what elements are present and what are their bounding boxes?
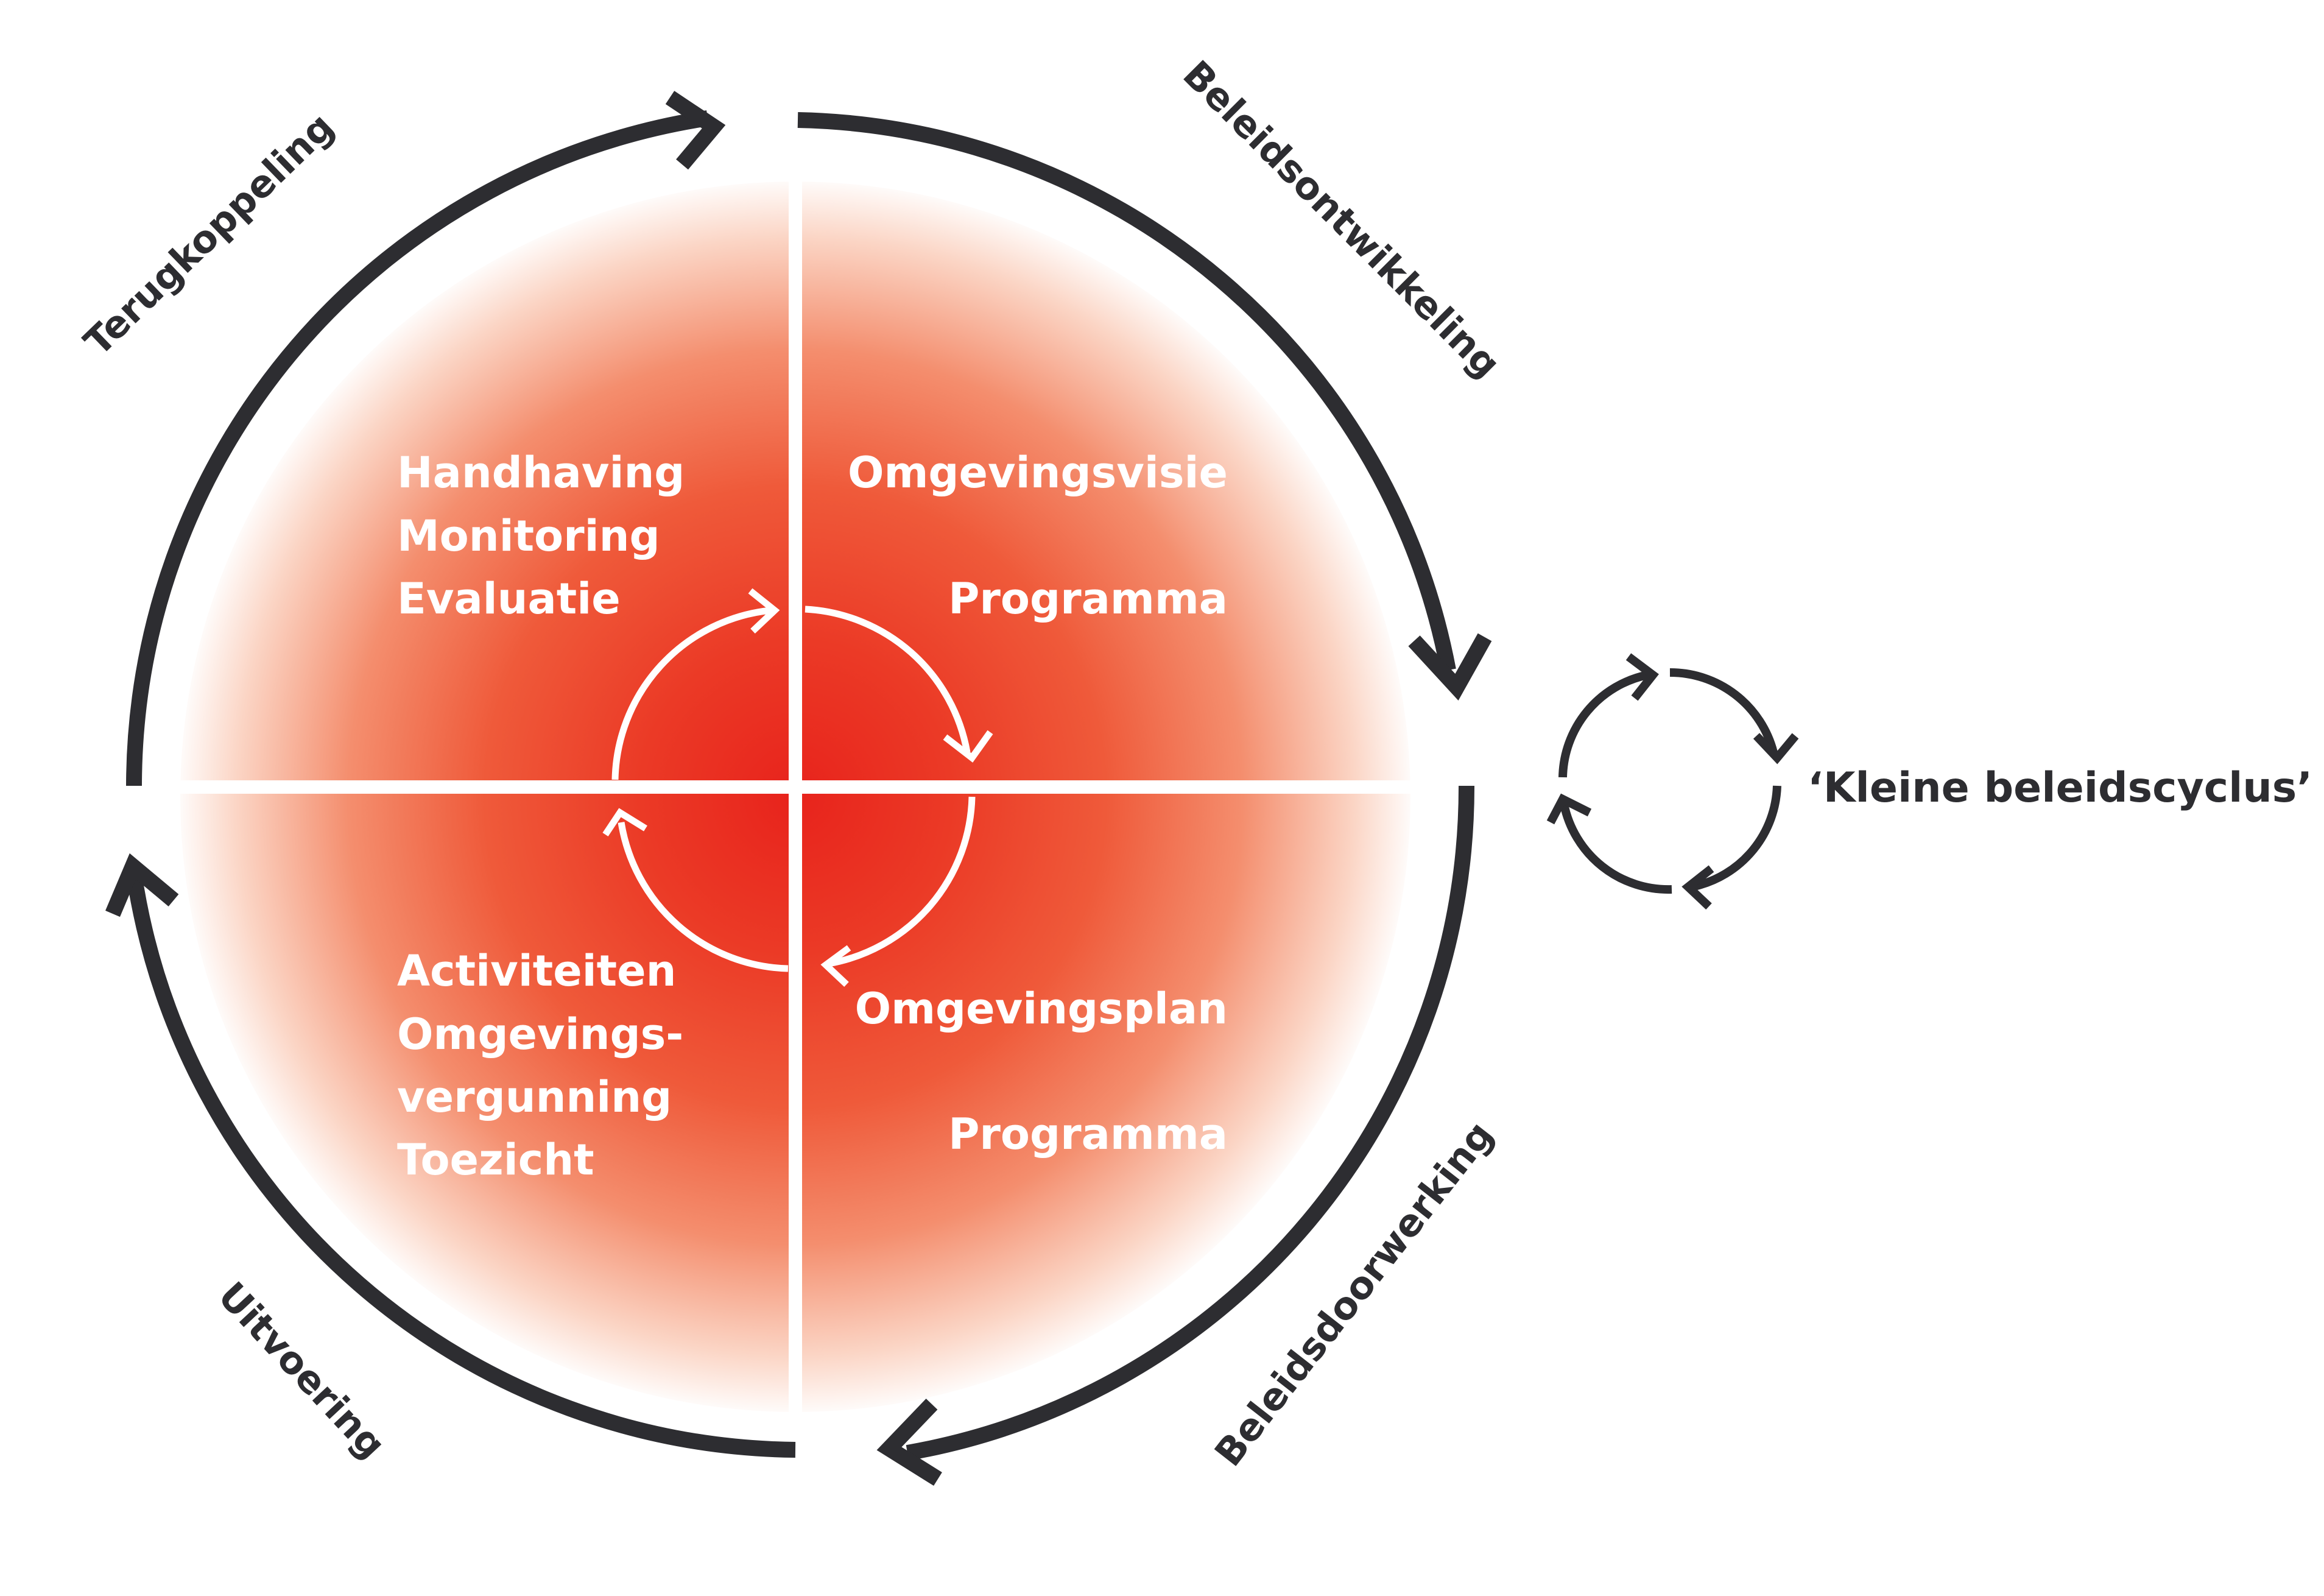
quadrant-item: Programma <box>948 574 1228 624</box>
quadrant-item: Handhaving <box>397 448 685 498</box>
arc-bottom-right <box>906 785 1475 1461</box>
quadrant-bottom-left-text: Activiteiten Omgevings- vergunning Toezi… <box>397 946 683 1185</box>
quadrant-item: Omgevings- <box>397 1009 683 1059</box>
stage-label-uitvoering: Uitvoering <box>210 1273 394 1467</box>
outer-cycle-arrows <box>126 110 1475 1461</box>
outer-cycle-arrowheads <box>105 91 1492 1486</box>
quadrant-item: Toezicht <box>397 1135 594 1185</box>
arrowhead-bottom-right <box>876 1399 942 1486</box>
quadrant-item: Evaluatie <box>397 574 621 624</box>
quadrant-item: Activiteiten <box>397 946 676 996</box>
arc-top-right <box>797 112 1456 672</box>
stage-label-terugkoppeling: Terugkoppeling <box>76 104 343 364</box>
small-cycle-label: ‘Kleine beleidscyclus’ <box>1808 764 2312 812</box>
refresh-cycle-arrowheads <box>1546 653 1799 910</box>
arrowhead-bottom-left <box>105 853 179 917</box>
quadrant-item: Omgevingsplan <box>855 984 1228 1034</box>
arc-bottom-left <box>126 873 796 1458</box>
quadrant-dividers <box>158 164 1425 1419</box>
quadrant-item: vergunning <box>397 1072 672 1122</box>
quadrant-top-left-text: Handhaving Monitoring Evaluatie <box>397 448 685 624</box>
quadrant-item: Programma <box>948 1109 1228 1159</box>
quadrant-item: Omgevingsvisie <box>848 448 1228 498</box>
inner-cycle-arrowheads <box>602 588 993 987</box>
arrowhead-top-left <box>665 91 726 170</box>
refresh-cycle-icon <box>1558 668 1781 894</box>
quadrant-bottom-right-text: Omgevingsplan Programma <box>855 984 1228 1159</box>
stage-label-beleidsontwikkeling: Beleidsontwikkeling <box>1175 52 1509 386</box>
quadrant-top-right-text: Omgevingsvisie Programma <box>848 448 1228 624</box>
arc-top-left <box>126 110 709 786</box>
quadrant-item: Monitoring <box>397 511 660 561</box>
inner-cycle-arrows <box>611 606 976 972</box>
arrowhead-top-right <box>1408 633 1492 701</box>
